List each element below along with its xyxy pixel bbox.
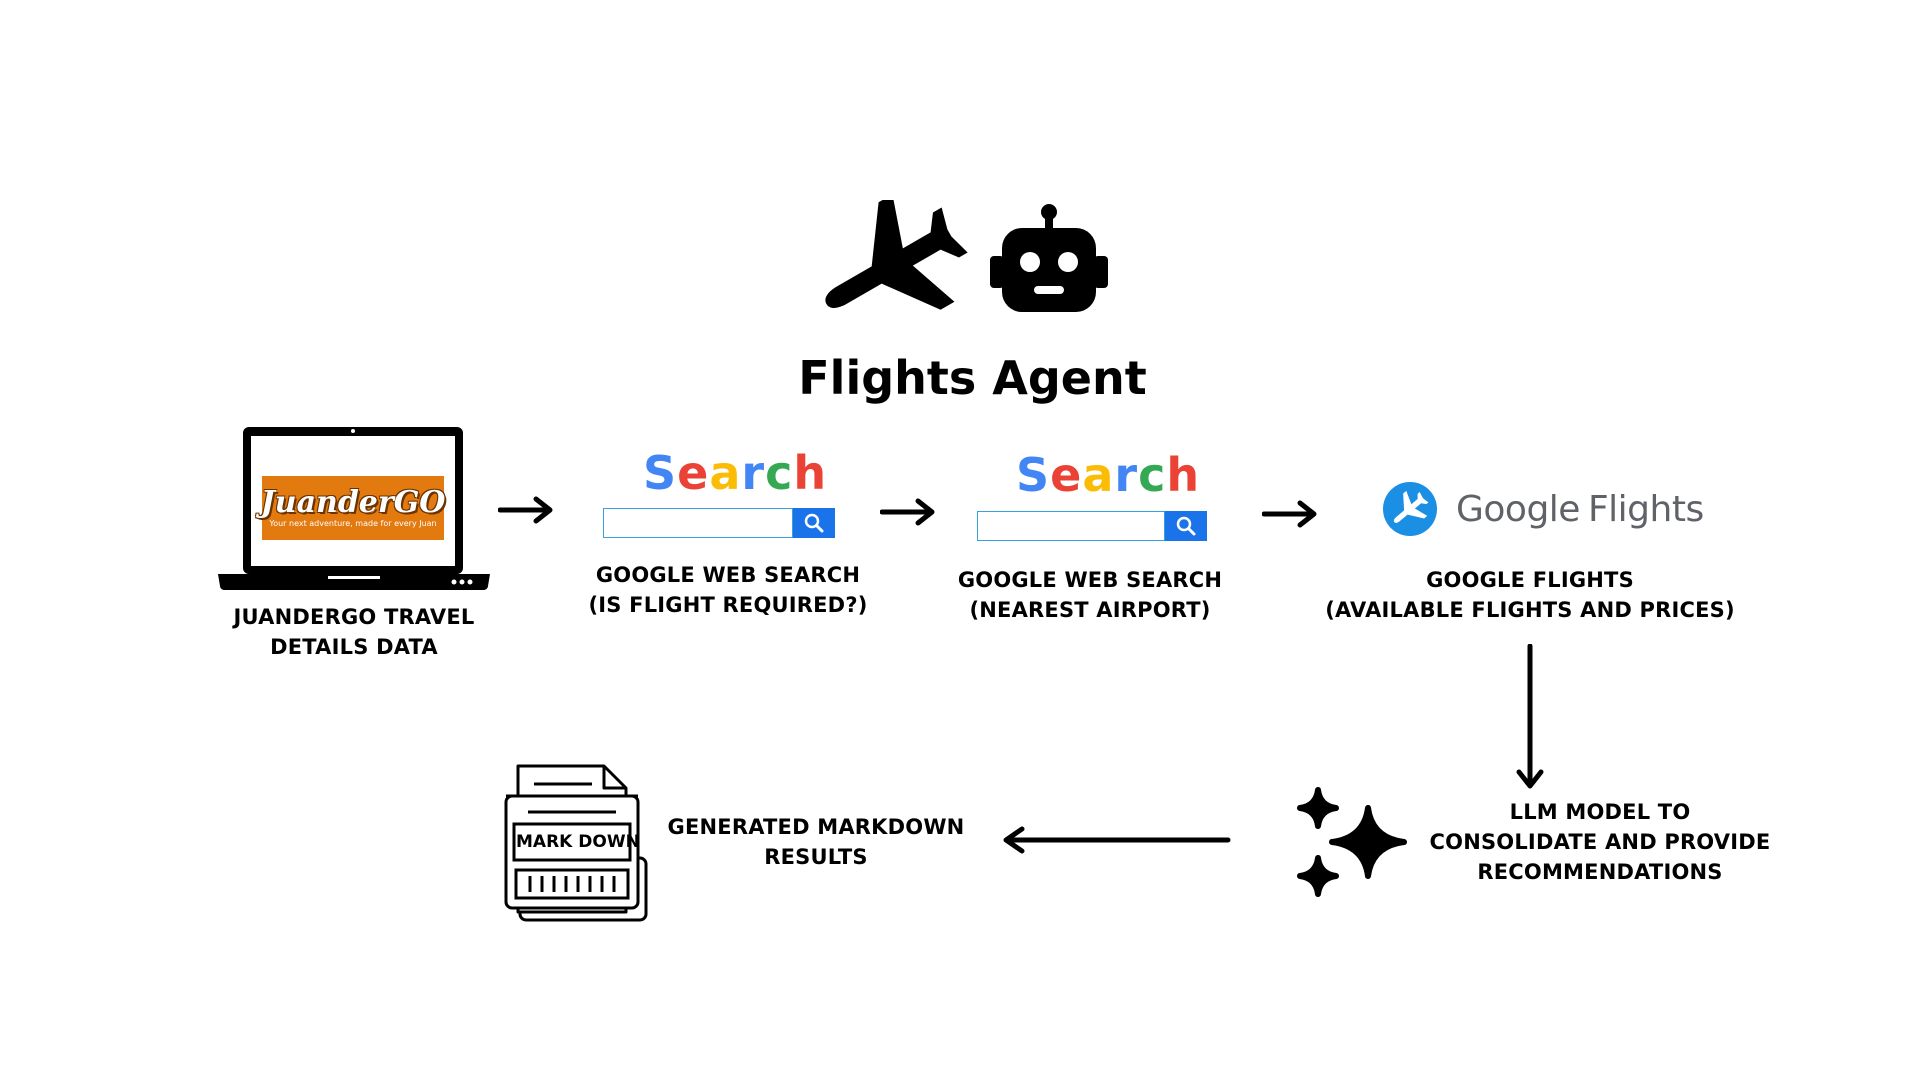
markdown-node: MARK DOWN: [504, 762, 650, 924]
travel-data-label: JUANDERGO TRAVEL DETAILS DATA: [233, 605, 475, 659]
robot-icon: [990, 204, 1108, 312]
search-wordmark: Search: [643, 446, 828, 500]
juandergo-logo-tagline: Your next adventure, made for every Juan: [269, 519, 437, 528]
arrow-right-icon: [1262, 500, 1317, 528]
arrow-left-icon: [1003, 826, 1231, 854]
sparkles-icon: [1297, 787, 1407, 897]
search-button: [1165, 511, 1207, 541]
search-icon: [1176, 516, 1196, 536]
search-bar: [977, 511, 1207, 541]
airplane-icon: [825, 200, 968, 310]
google-flights-icon: [1383, 482, 1437, 536]
google-flights-label: GOOGLE FLIGHTS (AVAILABLE FLIGHTS AND PR…: [1325, 568, 1735, 622]
markdown-document-icon: [504, 764, 648, 922]
search-input: [977, 511, 1165, 541]
search-icon: [804, 513, 824, 533]
markdown-label: GENERATED MARKDOWN RESULTS: [667, 815, 965, 869]
search-wordmark: Search: [1016, 448, 1201, 502]
juandergo-logo-name: JuanderGO: [260, 485, 446, 520]
arrow-down-icon: [1516, 644, 1544, 789]
llm-label: LLM MODEL TO CONSOLIDATE AND PROVIDE REC…: [1429, 800, 1771, 884]
search-bar: [603, 508, 835, 538]
markdown-icon-text: MARK DOWN: [516, 832, 640, 852]
web-search-1-label: GOOGLE WEB SEARCH (IS FLIGHT REQUIRED?): [588, 563, 868, 617]
page-title: Flights Agent: [798, 351, 1147, 405]
web-search-2-label: GOOGLE WEB SEARCH (NEAREST AIRPORT): [957, 568, 1223, 622]
arrow-right-icon: [880, 498, 935, 526]
juandergo-logo: JuanderGO Your next adventure, made for …: [260, 476, 446, 540]
travel-data-node: JuanderGO Your next adventure, made for …: [218, 426, 490, 590]
search-input: [603, 508, 793, 538]
arrow-right-icon: [498, 496, 553, 524]
search-button: [793, 508, 835, 538]
